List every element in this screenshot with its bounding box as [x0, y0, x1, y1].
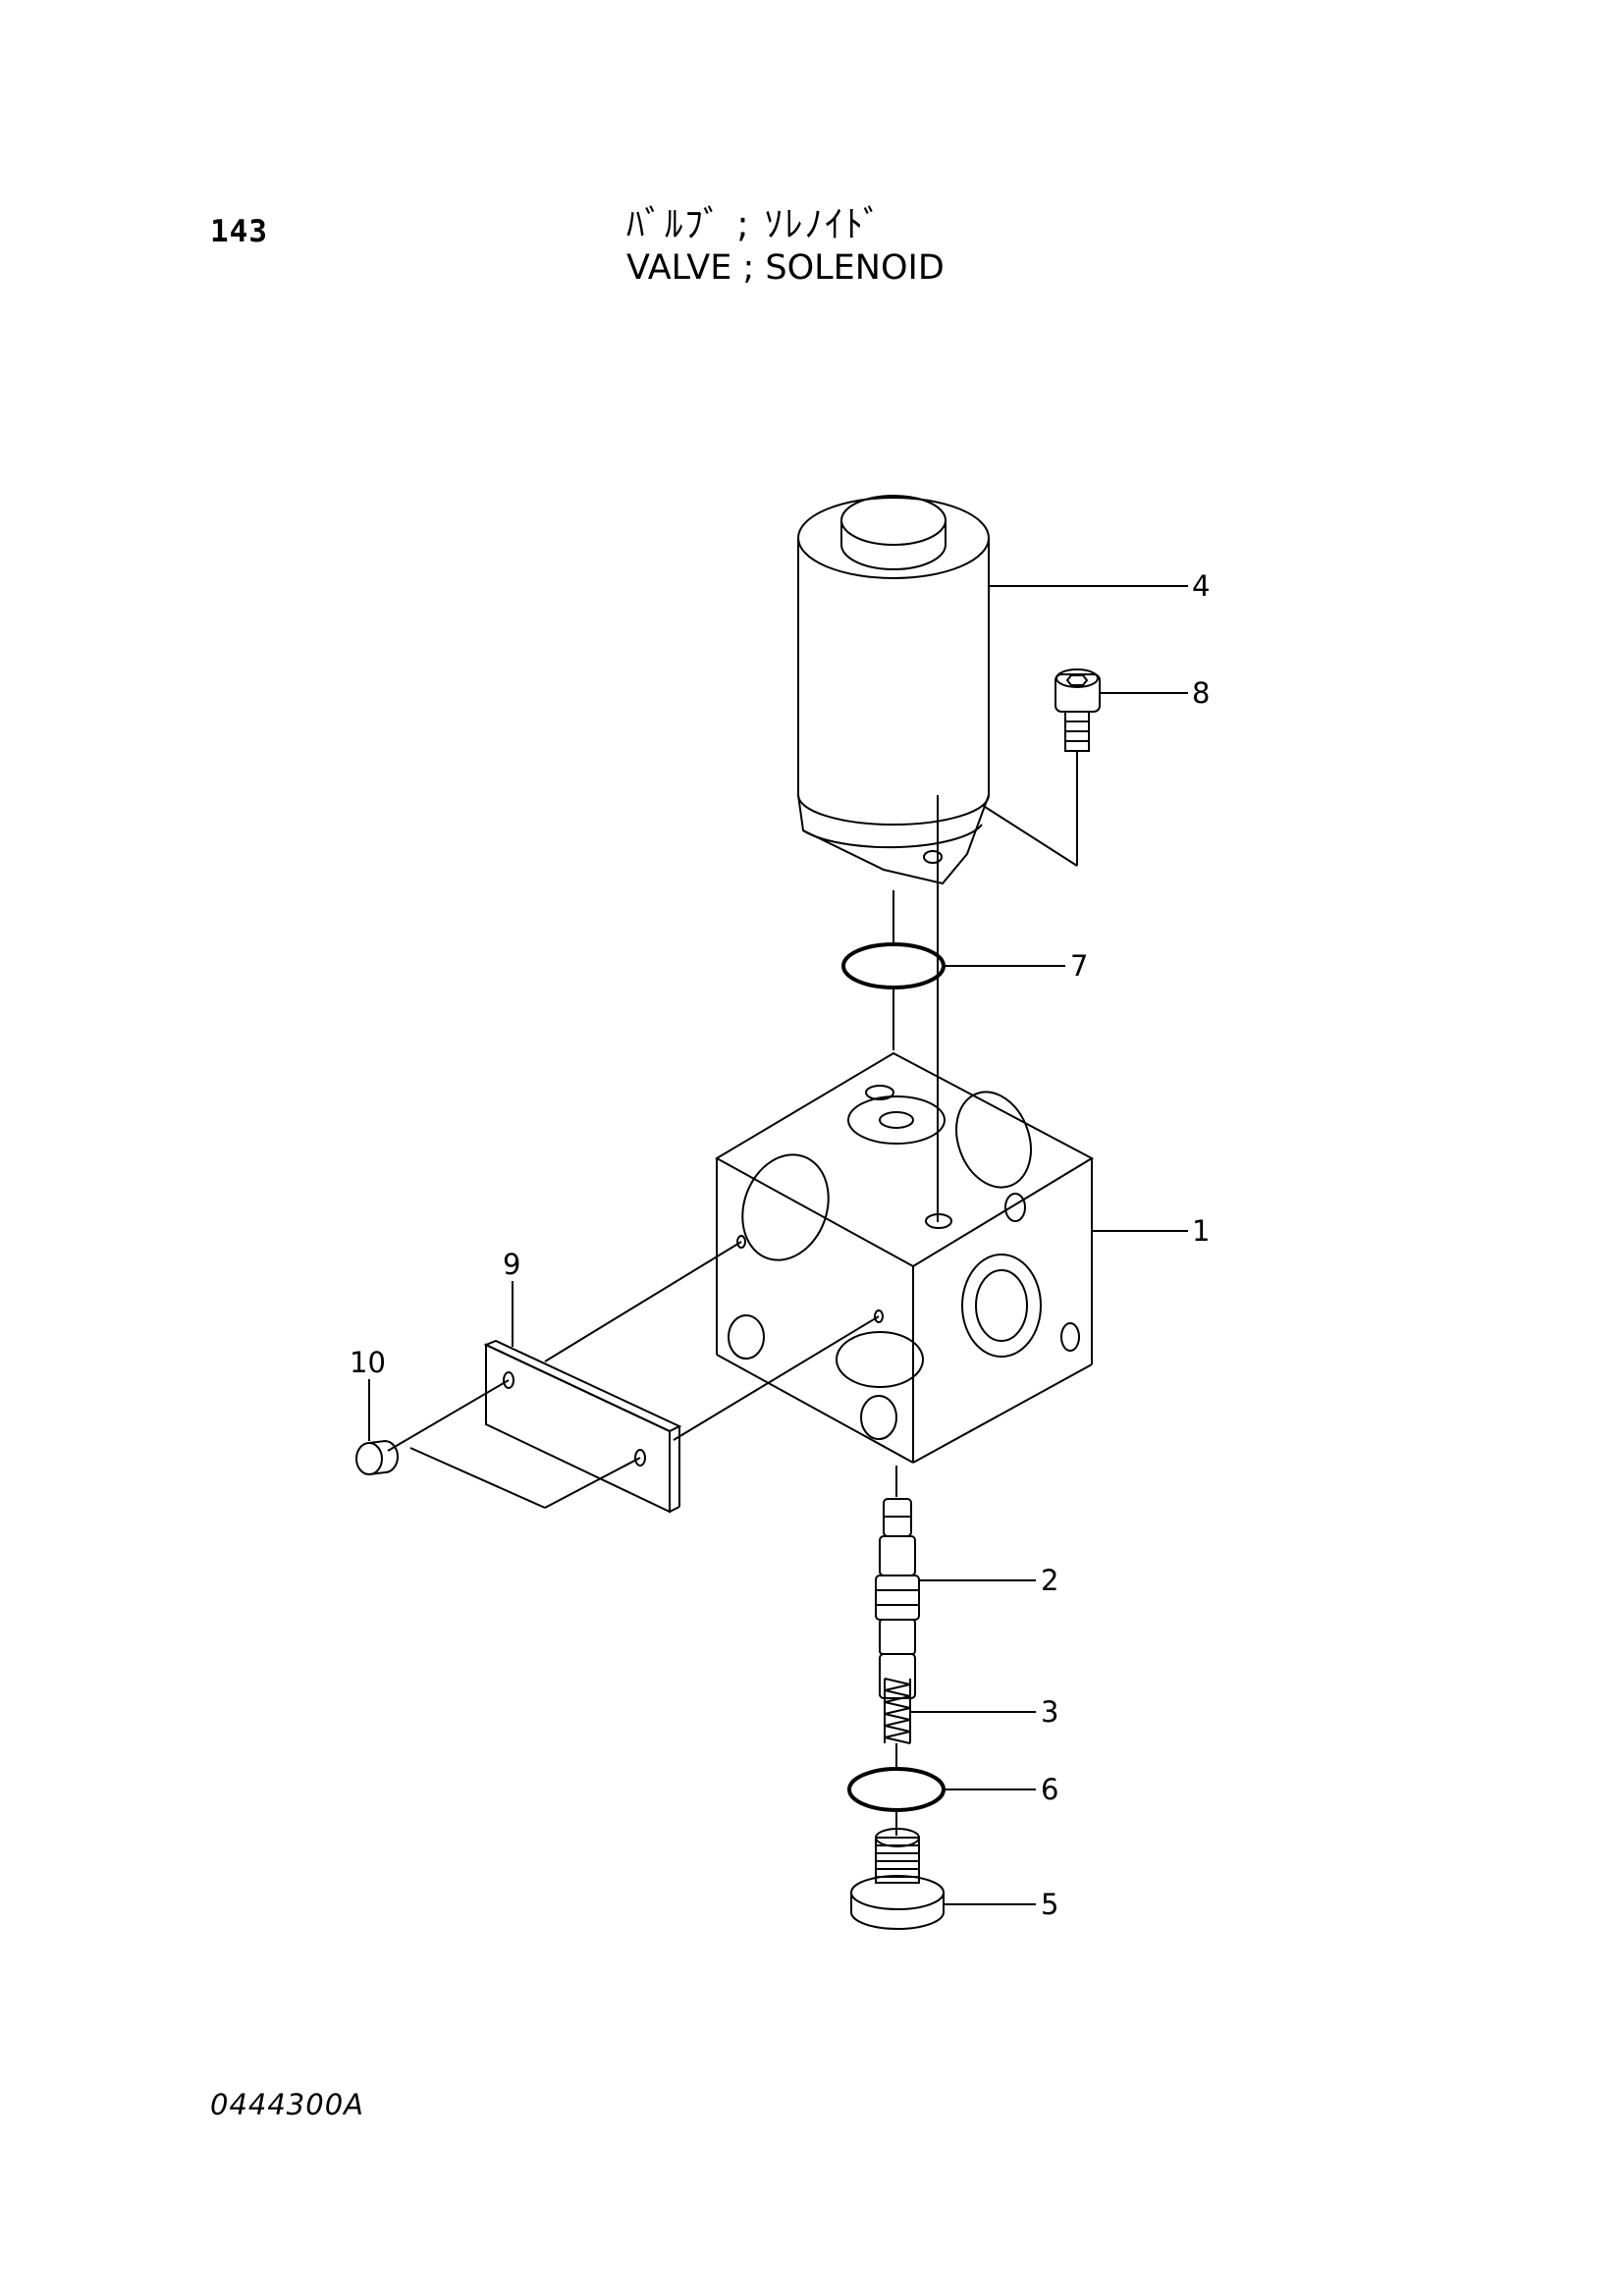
callout-6: 6 — [1041, 1773, 1058, 1806]
drawing-code: 0444300A — [210, 2088, 364, 2121]
plug-part — [355, 1379, 641, 1509]
o-ring-upper-part — [841, 890, 946, 1050]
valve-block-part — [714, 1051, 1095, 1464]
title-japanese: ﾊﾞﾙﾌﾞ ; ｿﾚﾉｲﾄﾞ — [626, 203, 884, 245]
callout-4: 4 — [1192, 569, 1210, 603]
spring-part — [884, 1678, 911, 1769]
callout-7: 7 — [1070, 949, 1088, 983]
callout-10: 10 — [350, 1346, 386, 1379]
leader-lines — [368, 585, 1188, 1905]
page-number: 143 — [210, 214, 268, 249]
callout-2: 2 — [1041, 1564, 1058, 1597]
callout-8: 8 — [1192, 676, 1210, 710]
callout-5: 5 — [1041, 1888, 1058, 1921]
callout-9: 9 — [503, 1248, 520, 1281]
bottom-plug-part — [850, 1828, 945, 1930]
callout-1: 1 — [1192, 1214, 1210, 1248]
solenoid-coil-part — [797, 495, 990, 885]
o-ring-lower-part — [847, 1767, 946, 1836]
title-english: VALVE ; SOLENOID — [626, 248, 945, 288]
bolt-part — [981, 668, 1101, 867]
spool-part — [875, 1498, 920, 1699]
cover-plate-part — [483, 1241, 880, 1514]
callout-3: 3 — [1041, 1695, 1058, 1729]
